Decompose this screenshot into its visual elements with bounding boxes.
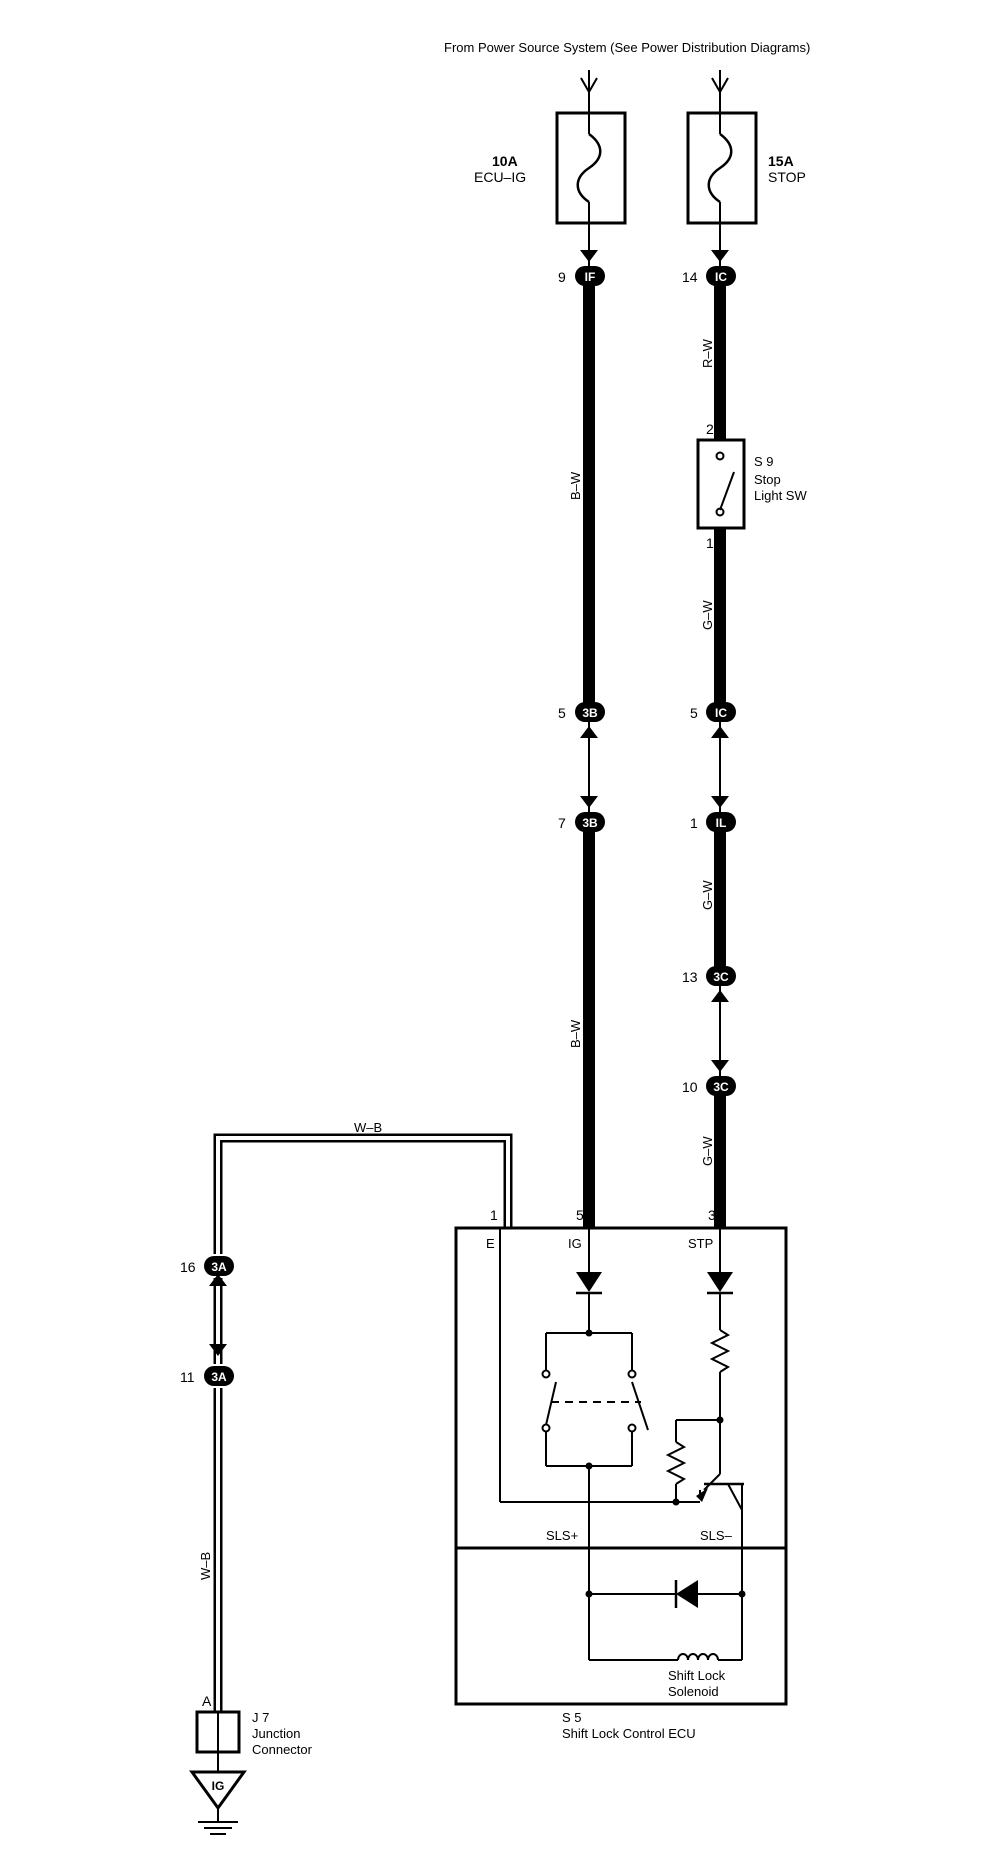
ecu-terminal-e: E: [486, 1236, 495, 1251]
connector-3a-16-pin: 16: [180, 1259, 196, 1275]
connector-il-1-pin: 1: [690, 815, 698, 831]
svg-text:IC: IC: [715, 706, 727, 720]
input-arrow-right: [711, 70, 729, 95]
wire-label-right-mid: G–W: [700, 600, 715, 630]
wire-label-right-lower2: G–W: [700, 1136, 715, 1166]
connector-ic-5-pin: 5: [690, 705, 698, 721]
junction-name1: Junction: [252, 1726, 300, 1741]
connector-3a-11-pin: 11: [180, 1369, 195, 1385]
fuse-ecu-ig: [555, 92, 627, 225]
connector-ic-5: IC: [706, 702, 736, 722]
stop-switch-pin-bottom: 1: [706, 535, 714, 551]
svg-text:3A: 3A: [211, 1370, 227, 1384]
ground-code: IG: [212, 1779, 225, 1793]
ecu-terminal-ig: IG: [568, 1236, 582, 1251]
shift-lock-ecu: [454, 1226, 788, 1706]
wire-label-left-lower: B–W: [568, 1019, 583, 1048]
svg-text:3B: 3B: [582, 816, 598, 830]
stop-switch-id: S 9: [754, 454, 774, 469]
stop-switch-name1: Stop: [754, 472, 781, 487]
connector-3b-5: 3B: [575, 702, 605, 722]
ground-symbol: [189, 1770, 247, 1835]
wire-label-left-upper: B–W: [568, 471, 583, 500]
solenoid-label1: Shift Lock: [668, 1668, 726, 1683]
ecu-terminal-sls-plus: SLS+: [546, 1528, 578, 1543]
svg-text:3C: 3C: [713, 1080, 729, 1094]
fuse-ecu-ig-name: ECU–IG: [474, 169, 526, 185]
stop-light-switch: [696, 438, 746, 530]
ecu-pin-ig: 5: [576, 1207, 584, 1223]
connector-3a-16: 3A: [204, 1256, 234, 1276]
connector-ic-14: IC: [706, 266, 736, 286]
junction-pin: A: [202, 1693, 212, 1709]
svg-text:3C: 3C: [713, 970, 729, 984]
connector-3c-13: 3C: [706, 966, 736, 986]
power-source-label: From Power Source System (See Power Dist…: [444, 40, 810, 55]
junction-name2: Connector: [252, 1742, 313, 1757]
connector-3a-11: 3A: [204, 1366, 234, 1386]
connector-3b-5-pin: 5: [558, 705, 566, 721]
stop-switch-pin-top: 2: [706, 421, 714, 437]
ground-wire: [209, 1133, 513, 1712]
connector-3b-7: 3B: [575, 812, 605, 832]
junction-connector: [195, 1710, 241, 1772]
connector-3c-10-pin: 10: [682, 1079, 698, 1095]
fuse-stop-rating: 15A: [768, 153, 794, 169]
connector-3b-7-pin: 7: [558, 815, 566, 831]
ecu-name: Shift Lock Control ECU: [562, 1726, 696, 1741]
svg-text:3A: 3A: [211, 1260, 227, 1274]
svg-text:IL: IL: [716, 816, 727, 830]
ecu-id: S 5: [562, 1710, 582, 1725]
input-arrow-left: [580, 70, 598, 95]
connector-ic-14-pin: 14: [682, 269, 698, 285]
fuse-stop-name: STOP: [768, 169, 806, 185]
svg-text:IC: IC: [715, 270, 727, 284]
connector-3c-13-pin: 13: [682, 969, 698, 985]
junction-id: J 7: [252, 1710, 269, 1725]
ecu-terminal-sls-minus: SLS–: [700, 1528, 733, 1543]
svg-text:IF: IF: [585, 270, 596, 284]
wire-label-ground-v: W–B: [198, 1552, 213, 1580]
wire-label-ground-h: W–B: [354, 1120, 382, 1135]
ecu-pin-stp: 3: [708, 1207, 716, 1223]
ecu-terminal-stp: STP: [688, 1236, 713, 1251]
connector-il-1: IL: [706, 812, 736, 832]
connector-if-9: IF: [575, 266, 605, 286]
fuse-ecu-ig-rating: 10A: [492, 153, 518, 169]
wire-label-right-top: R–W: [700, 338, 715, 368]
stop-switch-name2: Light SW: [754, 488, 807, 503]
ecu-pin-e: 1: [490, 1207, 498, 1223]
connector-3c-10: 3C: [706, 1076, 736, 1096]
svg-text:3B: 3B: [582, 706, 598, 720]
solenoid-label2: Solenoid: [668, 1684, 719, 1699]
wire-label-right-lower1: G–W: [700, 880, 715, 910]
fuse-stop: [686, 92, 758, 225]
connector-if-pin: 9: [558, 269, 566, 285]
